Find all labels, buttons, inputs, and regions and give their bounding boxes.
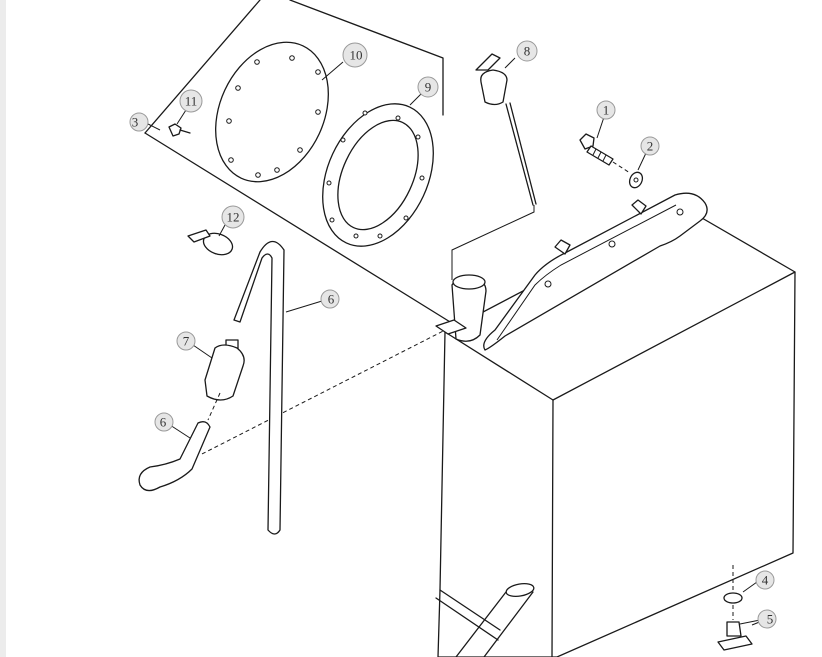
callout-8-label: 8 xyxy=(524,44,531,59)
fuel-tank xyxy=(435,206,796,657)
callout-9-label: 9 xyxy=(425,80,432,95)
callout-2: 2 xyxy=(640,136,660,156)
callout-11-label: 11 xyxy=(185,94,198,109)
filler-neck xyxy=(435,274,487,342)
callout-10-label: 10 xyxy=(350,48,363,63)
callout-5-label: 5 xyxy=(767,612,774,627)
hose-clamp xyxy=(187,229,234,256)
callout-3-label: 3 xyxy=(132,115,139,130)
callout-5: 5 xyxy=(757,609,777,629)
callout-4-label: 4 xyxy=(762,573,769,588)
callout-12: 12 xyxy=(221,205,245,229)
cover-plate xyxy=(215,41,329,183)
callout-10: 10 xyxy=(342,42,368,68)
callout-11: 11 xyxy=(179,89,203,113)
callout-7: 7 xyxy=(176,331,196,351)
callout-2-label: 2 xyxy=(647,139,654,154)
callout-6-long-hose-label: 6 xyxy=(328,292,335,307)
small-bolt xyxy=(168,123,191,137)
long-hose xyxy=(233,240,285,535)
callout-1-label: 1 xyxy=(603,103,610,118)
hex-bolt xyxy=(579,133,631,174)
callout-6-short-hose-label: 6 xyxy=(160,415,167,430)
mounting-panel xyxy=(144,0,456,456)
gasket-ring xyxy=(322,103,434,247)
washer xyxy=(628,171,644,189)
callout-8: 8 xyxy=(516,40,538,62)
tank-bracket xyxy=(483,192,708,351)
leader-lines xyxy=(147,57,763,626)
callout-9: 9 xyxy=(417,76,439,98)
outlet-pipe xyxy=(455,582,535,657)
filler-cap-dipstick xyxy=(451,53,537,280)
drain-valve xyxy=(717,619,761,651)
callout-6-long-hose: 6 xyxy=(320,289,340,309)
drain-washer xyxy=(723,565,743,620)
short-hose xyxy=(138,421,211,492)
inline-filter xyxy=(204,339,245,421)
left-margin-strip xyxy=(0,0,6,657)
callout-12-label: 12 xyxy=(227,210,240,225)
callout-6-short-hose: 6 xyxy=(154,412,174,432)
callout-1: 1 xyxy=(596,100,616,120)
callout-7-label: 7 xyxy=(183,334,190,349)
callout-4: 4 xyxy=(755,570,775,590)
callout-3: 3 xyxy=(129,112,149,132)
